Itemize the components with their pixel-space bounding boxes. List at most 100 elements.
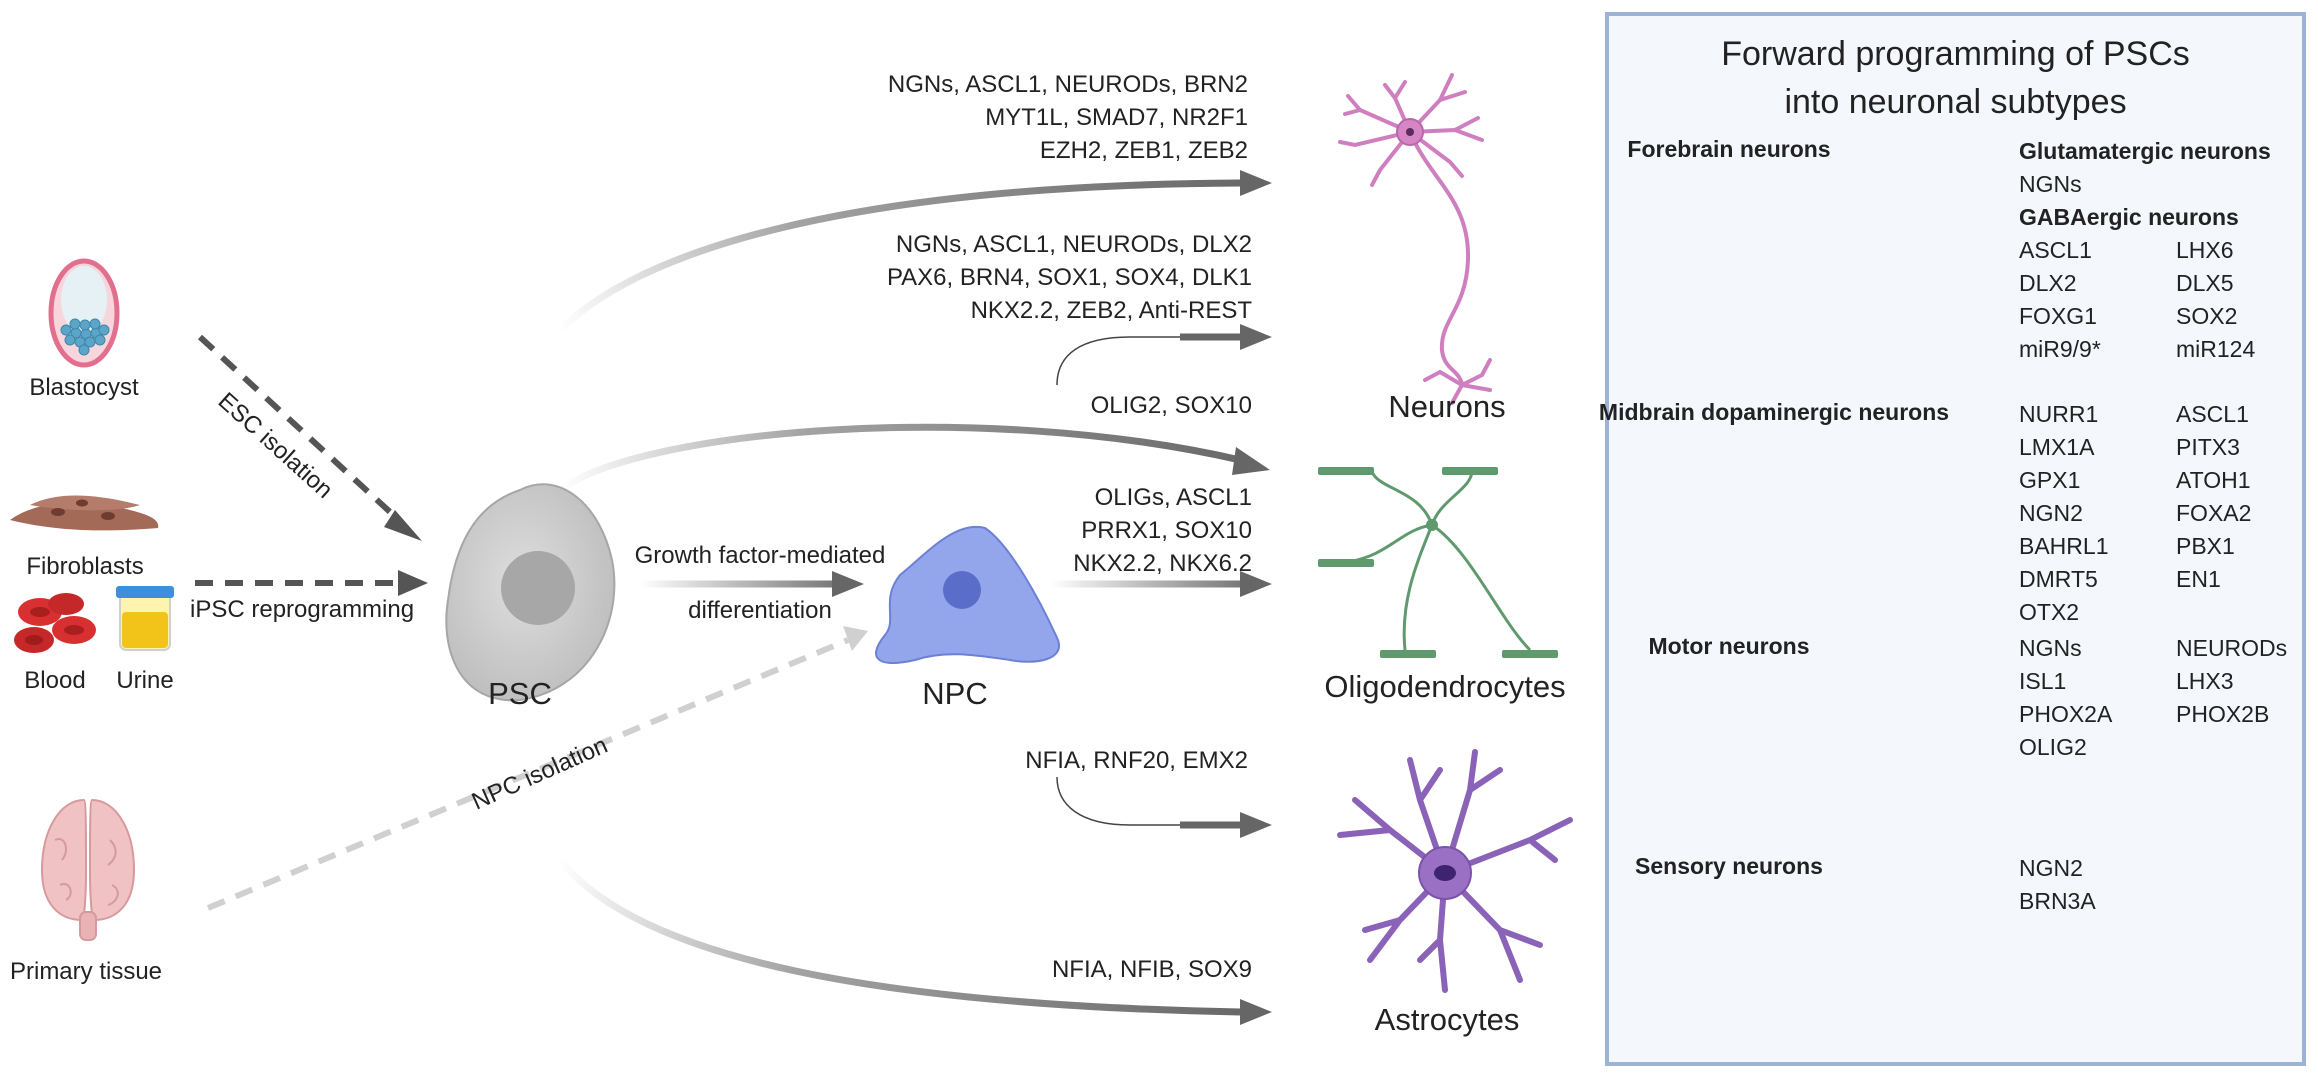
panel-title-line1: Forward programming of PSCs xyxy=(1721,35,2190,73)
gene: DMRT5 xyxy=(2019,566,2098,592)
fibroblasts-icon xyxy=(10,495,159,531)
npc-astro-factors: NFIA, RNF20, EMX2 xyxy=(1025,744,1248,777)
blood-label: Blood xyxy=(24,667,86,694)
gene: miR9/9* xyxy=(2019,336,2101,362)
npc-cell-icon xyxy=(875,525,1061,664)
factor-line: PAX6, BRN4, SOX1, SOX4, DLK1 xyxy=(886,264,1252,291)
primary-tissue-label: Primary tissue xyxy=(9,958,163,985)
arrow-psc-to-oligodendrocytes xyxy=(557,423,1270,493)
forward-programming-panel: Forward programming of PSCs into neurona… xyxy=(1599,12,2306,1066)
gene: NEURODs xyxy=(2176,635,2288,661)
panel-title-line2: into neuronal subtypes xyxy=(1784,83,2127,121)
gene: ASCL1 xyxy=(2176,401,2249,427)
arrow-npc-isolation xyxy=(206,626,868,911)
blastocyst-icon xyxy=(48,258,120,368)
factor-line: PRRX1, SOX10 xyxy=(1081,517,1252,544)
psc-cell-icon xyxy=(445,483,616,702)
gene: miR124 xyxy=(2176,336,2256,362)
psc-label: PSC xyxy=(488,676,552,711)
psc-oligo-factors: OLIG2, SOX10 xyxy=(1091,389,1252,422)
gene: PITX3 xyxy=(2176,434,2240,460)
npc-label: NPC xyxy=(922,676,988,711)
gene: LHX3 xyxy=(2176,668,2234,694)
gene: SOX2 xyxy=(2176,303,2238,329)
gene: OLIG2 xyxy=(2019,734,2087,760)
gene: ATOH1 xyxy=(2176,467,2251,493)
gene: PBX1 xyxy=(2176,533,2235,559)
arrow-psc-to-astrocytes xyxy=(557,857,1272,1025)
forebrain-gene-col1: ASCL1 DLX2 FOXG1 miR9/9* xyxy=(2019,234,2101,366)
gene: ISL1 xyxy=(2019,668,2067,694)
factor-line: NKX2.2, NKX6.2 xyxy=(1073,550,1252,577)
fibroblasts-label: Fibroblasts xyxy=(26,553,144,580)
urine-label: Urine xyxy=(116,667,174,694)
gene: DLX5 xyxy=(2176,270,2234,296)
factor-line: NGNs, ASCL1, NEURODs, DLX2 xyxy=(895,231,1252,258)
astrocytes-label: Astrocytes xyxy=(1374,1002,1520,1037)
gene: ASCL1 xyxy=(2019,237,2092,263)
arrow-npc-to-oligodendrocytes xyxy=(1050,571,1272,597)
npc-neurons-factors: NGNs, ASCL1, NEURODs, DLX2 PAX6, BRN4, S… xyxy=(887,228,1252,327)
gene: FOXA2 xyxy=(2176,500,2252,526)
arrow-psc-to-npc xyxy=(640,571,864,597)
arrow-npc-to-astrocytes xyxy=(1056,776,1272,838)
astrocyte-icon xyxy=(1337,749,1573,993)
motor-gene-col1: NGNs ISL1 PHOX2A OLIG2 xyxy=(2019,632,2112,764)
gene: NGN2 xyxy=(2019,855,2083,881)
factor-line: NKX2.2, ZEB2, Anti-REST xyxy=(970,297,1252,324)
midbrain-dopaminergic-label: Midbrain dopaminergic neurons xyxy=(1598,399,1950,425)
growth-factor-label-line2: differentiation xyxy=(688,597,832,624)
glutamatergic-header: Glutamatergic neurons xyxy=(2019,138,2271,164)
ipsc-reprogramming-label: iPSC reprogramming xyxy=(190,596,415,623)
factor-line: OLIG2, SOX10 xyxy=(1090,392,1252,419)
gene: PHOX2A xyxy=(2019,701,2113,727)
arrow-psc-to-neurons xyxy=(557,170,1272,333)
psc-neurons-factors: NGNs, ASCL1, NEURODs, BRN2 MYT1L, SMAD7,… xyxy=(888,68,1248,167)
brain-icon xyxy=(40,798,136,941)
arrow-esc-isolation xyxy=(197,334,422,541)
sensory-neurons-label: Sensory neurons xyxy=(1635,853,1823,879)
gene: LMX1A xyxy=(2019,434,2095,460)
urine-icon xyxy=(116,586,174,651)
gene: OTX2 xyxy=(2019,599,2080,625)
factor-line: MYT1L, SMAD7, NR2F1 xyxy=(985,104,1248,131)
factor-line: EZH2, ZEB1, ZEB2 xyxy=(1039,137,1248,164)
midbrain-gene-col1: NURR1 LMX1A GPX1 NGN2 BAHRL1 DMRT5 OTX2 xyxy=(2019,398,2108,629)
oligodendrocyte-icon xyxy=(1318,467,1558,658)
sensory-gene-col1: NGN2 BRN3A xyxy=(2019,852,2096,918)
blastocyst-label: Blastocyst xyxy=(29,374,139,401)
gene: PHOX2B xyxy=(2176,701,2270,727)
growth-factor-label-line1: Growth factor-mediated xyxy=(634,542,886,569)
factor-line: OLIGs, ASCL1 xyxy=(1094,484,1252,511)
forebrain-neurons-label: Forebrain neurons xyxy=(1627,136,1831,162)
motor-neurons-label: Motor neurons xyxy=(1648,633,1810,659)
oligodendrocytes-label: Oligodendrocytes xyxy=(1324,669,1566,704)
gene: NGNs xyxy=(2019,635,2082,661)
midbrain-gene-col2: ASCL1 PITX3 ATOH1 FOXA2 PBX1 EN1 xyxy=(2176,398,2251,596)
glutamatergic-genes: NGNs xyxy=(2019,171,2082,197)
gene: LHX6 xyxy=(2176,237,2234,263)
gene: NURR1 xyxy=(2019,401,2099,427)
gene: BRN3A xyxy=(2019,888,2096,914)
motor-gene-col2: NEURODs LHX3 PHOX2B xyxy=(2176,632,2287,731)
gene: DLX2 xyxy=(2019,270,2077,296)
factor-line: NFIA, NFIB, SOX9 xyxy=(1051,956,1252,983)
blood-icon xyxy=(14,593,96,653)
gene: BAHRL1 xyxy=(2019,533,2109,559)
neurons-label: Neurons xyxy=(1388,389,1506,424)
panel-title: Forward programming of PSCs into neurona… xyxy=(1609,30,2302,126)
forebrain-gene-col2: LHX6 DLX5 SOX2 miR124 xyxy=(2176,234,2255,366)
gene: FOXG1 xyxy=(2019,303,2097,329)
psc-astro-factors: NFIA, NFIB, SOX9 xyxy=(1052,953,1252,986)
gene: GPX1 xyxy=(2019,467,2081,493)
npc-oligo-factors: OLIGs, ASCL1 PRRX1, SOX10 NKX2.2, NKX6.2 xyxy=(1073,481,1252,580)
neuron-icon xyxy=(1338,73,1492,405)
factor-line: NGNs, ASCL1, NEURODs, BRN2 xyxy=(887,71,1248,98)
arrow-npc-to-neurons xyxy=(1056,324,1272,386)
factor-line: NFIA, RNF20, EMX2 xyxy=(1025,747,1248,774)
gene: NGN2 xyxy=(2019,500,2083,526)
gene: EN1 xyxy=(2176,566,2221,592)
gabaergic-header: GABAergic neurons xyxy=(2019,204,2239,230)
forebrain-genes: Glutamatergic neurons NGNs GABAergic neu… xyxy=(2019,135,2271,234)
